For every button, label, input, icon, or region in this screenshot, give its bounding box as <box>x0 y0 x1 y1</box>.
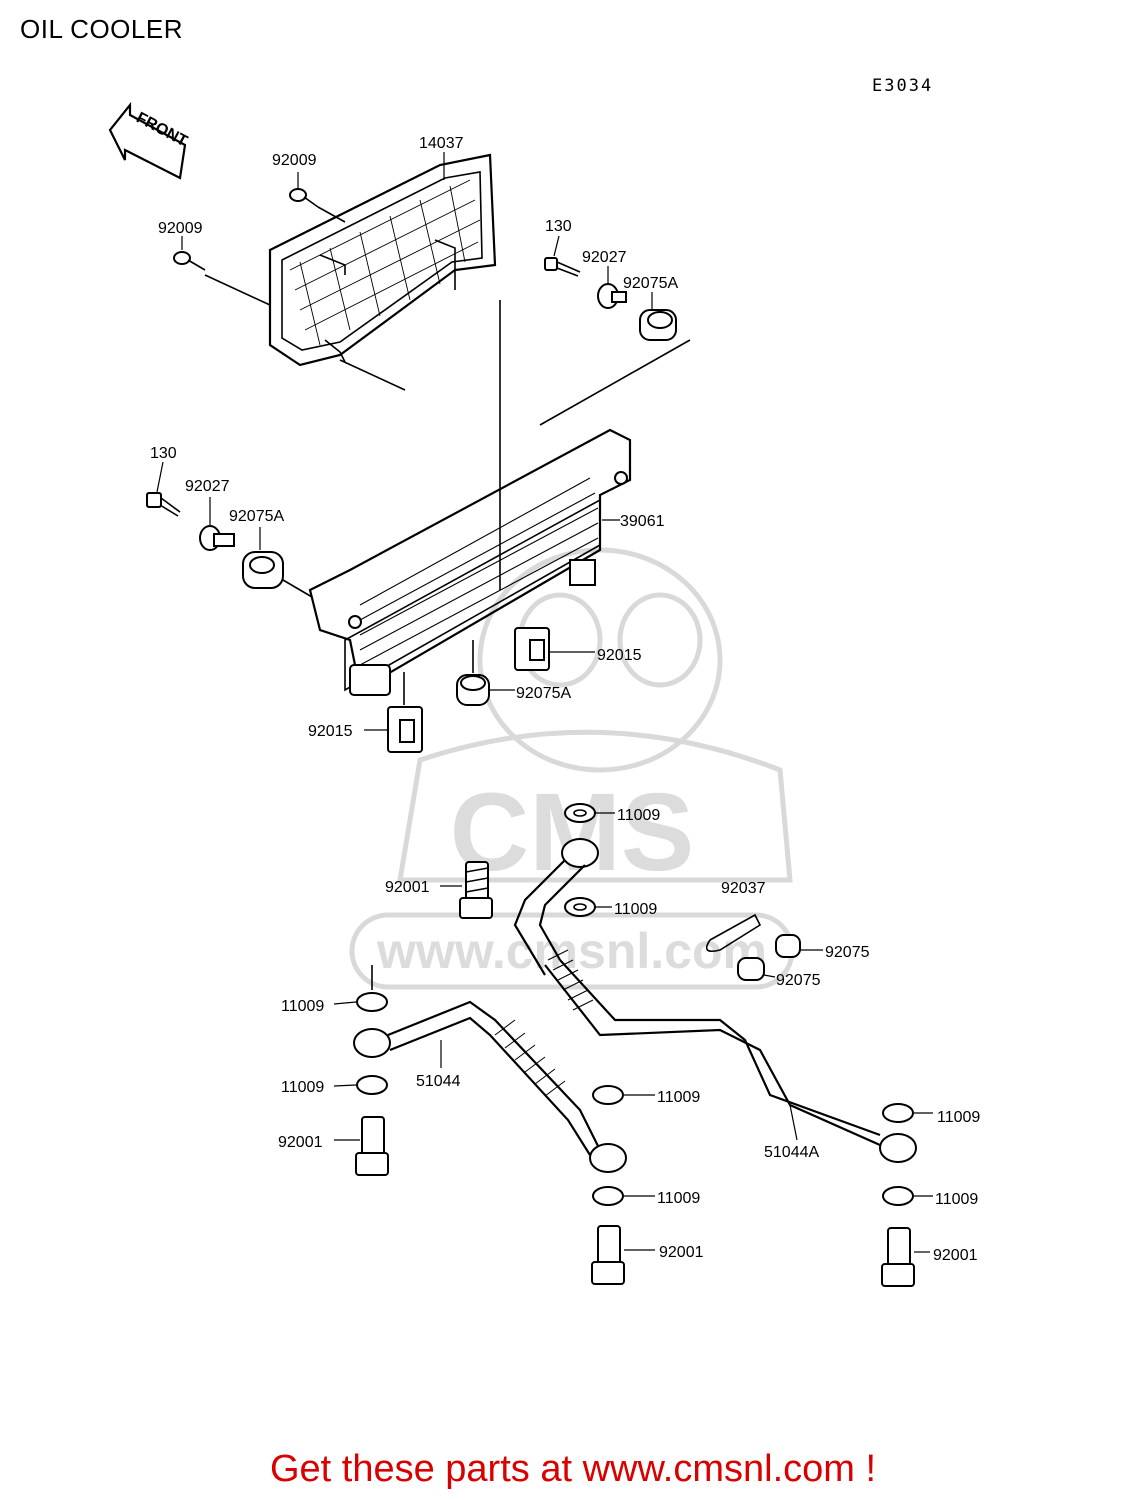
hose-51044-icon <box>353 1000 627 1173</box>
clip-92015-left-icon <box>387 672 423 753</box>
callout-92001-c: 92001 <box>659 1244 704 1261</box>
callout-92001-b: 92001 <box>278 1134 323 1151</box>
callout-92009-lower: 92009 <box>158 220 203 237</box>
callout-92075a-center: 92075A <box>516 685 571 702</box>
grommet-92075-a-icon <box>775 934 801 958</box>
callout-92027-lower: 92027 <box>185 478 230 495</box>
grille-part <box>268 153 497 367</box>
callout-51044a: 51044A <box>764 1144 819 1161</box>
callout-11009-g: 11009 <box>937 1109 980 1126</box>
grommet-92075-b-icon <box>737 957 765 981</box>
front-arrow-icon: FRONT <box>108 101 190 180</box>
grommet-92075a-lower-icon <box>242 551 313 598</box>
grommet-92075a-upper-icon <box>539 309 691 426</box>
callout-92075a-upper: 92075A <box>623 275 678 292</box>
washer-11009-c-icon <box>356 965 388 1012</box>
callout-130-upper: 130 <box>545 218 572 235</box>
callout-92075-a: 92075 <box>825 944 870 961</box>
callout-92015-left: 92015 <box>308 723 353 740</box>
diagram-code: E3034 <box>872 76 934 96</box>
union-bolt-92001-a-icon <box>459 861 493 919</box>
callout-labels: 92009 14037 92009 130 92027 92075A 130 9… <box>150 135 980 1264</box>
callout-92009-upper: 92009 <box>272 152 317 169</box>
callout-92027-upper: 92027 <box>582 249 627 266</box>
grommet-92075a-center-icon <box>456 640 490 706</box>
watermark: CMS www.cmsnl.com <box>349 547 795 990</box>
callout-92001-a: 92001 <box>385 879 430 896</box>
callout-39061: 39061 <box>620 513 665 530</box>
oil-cooler-exploded-diagram: CMS www.cmsnl.com FRONT <box>108 101 980 1287</box>
washer-11009-h-icon <box>882 1186 914 1206</box>
front-arrow-label: FRONT <box>133 109 190 150</box>
union-bolt-92001-c-icon <box>591 1225 625 1285</box>
washer-11009-d-icon <box>356 1075 388 1095</box>
callout-11009-b: 11009 <box>614 901 657 918</box>
callout-11009-a: 11009 <box>617 807 660 824</box>
callout-14037: 14037 <box>419 135 464 152</box>
union-bolt-92001-b-icon <box>355 1116 389 1176</box>
callout-92037: 92037 <box>721 880 766 897</box>
callout-11009-e: 11009 <box>657 1089 700 1106</box>
footer-link-banner[interactable]: Get these parts at www.cmsnl.com ! <box>269 1448 877 1490</box>
washer-11009-f-icon <box>592 1186 624 1206</box>
collar-92027-lower-icon <box>199 525 235 551</box>
washer-11009-g-icon <box>882 1103 914 1123</box>
callout-130-lower: 130 <box>150 445 177 462</box>
clip-92015-right-icon <box>514 627 550 671</box>
callout-51044: 51044 <box>416 1073 461 1090</box>
washer-11009-e-icon <box>592 1085 624 1105</box>
callout-11009-d: 11009 <box>281 1079 324 1096</box>
wire-clip-92037-icon <box>705 913 762 953</box>
bolt-130-lower-icon <box>146 492 181 517</box>
oil-cooler-part <box>308 300 632 696</box>
union-bolt-92001-d-icon <box>881 1227 915 1287</box>
bolt-130-upper-icon <box>544 257 581 277</box>
callout-92075a-lower: 92075A <box>229 508 284 525</box>
callout-92075-b: 92075 <box>776 972 821 989</box>
callout-11009-c: 11009 <box>281 998 324 1015</box>
callout-11009-h: 11009 <box>935 1191 978 1208</box>
screw-92009-lower-icon <box>173 251 271 306</box>
watermark-url: www.cmsnl.com <box>376 923 767 979</box>
callout-11009-f: 11009 <box>657 1190 700 1207</box>
callout-92015-right: 92015 <box>597 647 642 664</box>
washer-11009-a-icon <box>564 803 596 823</box>
screw-92009-upper-icon <box>289 188 346 223</box>
washer-11009-b-icon <box>564 897 596 917</box>
callout-92001-d: 92001 <box>933 1247 978 1264</box>
watermark-logo: CMS <box>450 771 694 894</box>
leader-lines <box>156 152 933 1253</box>
page-title: OIL COOLER <box>20 14 183 44</box>
hose-51044a-icon <box>513 838 917 1163</box>
collar-92027-upper-icon <box>597 283 627 309</box>
